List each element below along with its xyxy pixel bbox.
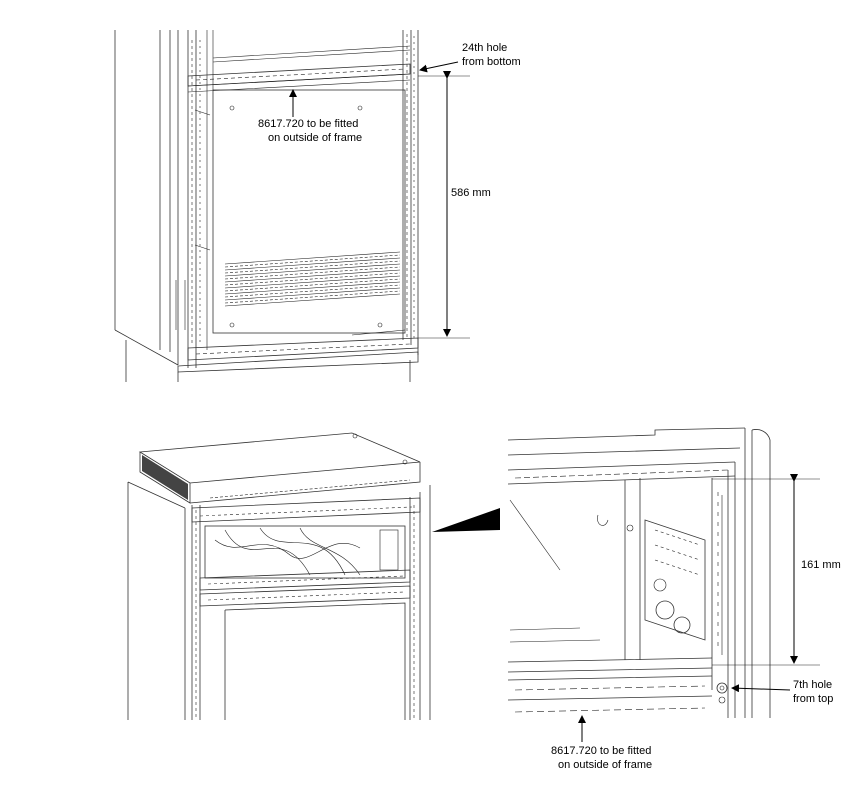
detail-rail-note-line2: on outside of frame <box>558 759 652 771</box>
right-frame-profile <box>402 30 419 355</box>
rail-note-line1: 8617.720 to be fitted <box>258 118 358 130</box>
dimension-label-161: 161 mm <box>801 559 841 571</box>
detail-pointer <box>432 508 500 532</box>
top-rail <box>187 45 411 93</box>
rail-note-line2: on outside of frame <box>268 132 362 144</box>
left-frame-profile <box>191 40 201 345</box>
hole-callout-arrow <box>419 61 459 73</box>
dimension-161 <box>712 474 820 666</box>
hole-callout-line1: 24th hole <box>462 42 507 54</box>
side-panel <box>114 30 197 382</box>
mounting-plate <box>194 30 406 350</box>
detail-view-drawing <box>507 427 771 718</box>
vent-louvres <box>224 251 401 307</box>
detail-rail-note-line1: 8617.720 to be fitted <box>551 745 651 757</box>
seventh-hole-line2: from top <box>793 693 833 705</box>
dimension-label-586: 586 mm <box>451 187 491 199</box>
dimension-586 <box>418 71 470 339</box>
seventh-hole-line1: 7th hole <box>793 679 832 691</box>
cabinet-overview-drawing <box>127 432 431 720</box>
top-cabinet-drawing <box>114 30 470 382</box>
hole-callout-line2: from bottom <box>462 56 521 68</box>
bottom-rail <box>177 329 419 382</box>
seventh-hole-callout-arrow <box>731 684 791 693</box>
